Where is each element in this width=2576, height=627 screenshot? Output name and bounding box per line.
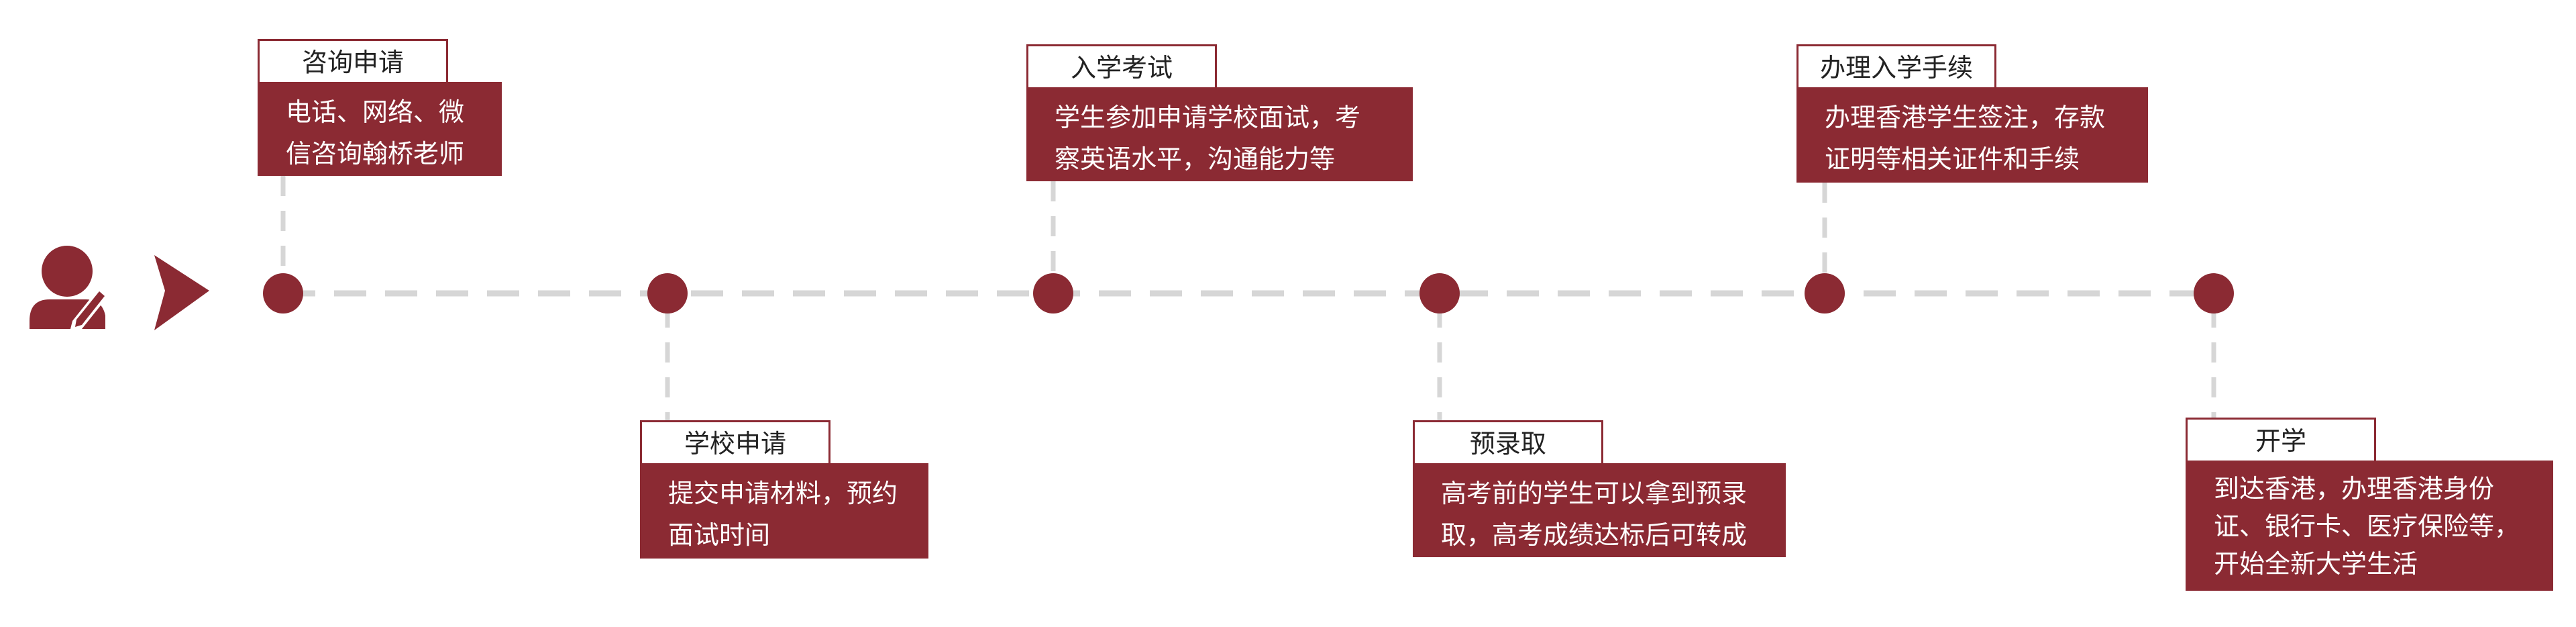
step-6-line-2: 证、银行卡、医疗保险等， <box>2214 512 2520 541</box>
chevron-right-icon <box>154 255 209 330</box>
step-5-line-2: 证明等相关证件和手续 <box>1825 144 2080 174</box>
step-2-description: 提交申请材料，预约 面试时间 <box>640 463 928 559</box>
step-5-description: 办理香港学生签注，存款 证明等相关证件和手续 <box>1796 87 2148 183</box>
step-6-line-3: 开始全新大学生活 <box>2214 549 2418 579</box>
step-4-line-1: 高考前的学生可以拿到预录 <box>1441 479 1748 508</box>
user-edit-icon <box>30 246 109 332</box>
step-5-title: 办理入学手续 <box>1796 44 1996 87</box>
step-6-line-1: 到达香港，办理香港身份 <box>2214 474 2495 503</box>
step-1-line-1: 电话、网络、微 <box>286 97 465 127</box>
step-4-title: 预录取 <box>1413 420 1603 463</box>
step-1-line-2: 信咨询翰桥老师 <box>286 139 465 168</box>
timeline-node-5 <box>1805 273 1845 314</box>
step-3-line-2: 察英语水平，沟通能力等 <box>1055 144 1336 174</box>
step-6-title: 开学 <box>2186 418 2376 461</box>
step-5-line-1: 办理香港学生签注，存款 <box>1825 103 2106 132</box>
step-3-line-1: 学生参加申请学校面试，考 <box>1055 103 1361 132</box>
step-6-description: 到达香港，办理香港身份 证、银行卡、医疗保险等， 开始全新大学生活 <box>2186 461 2553 591</box>
step-2-line-1: 提交申请材料，预约 <box>668 479 898 508</box>
step-2-line-2: 面试时间 <box>668 520 771 550</box>
timeline-node-4 <box>1419 273 1460 314</box>
step-2-title: 学校申请 <box>640 420 830 463</box>
timeline-node-1 <box>263 273 303 314</box>
step-3-title: 入学考试 <box>1026 44 1217 87</box>
step-4-description: 高考前的学生可以拿到预录 取，高考成绩达标后可转成 <box>1413 463 1786 557</box>
timeline-node-6 <box>2194 273 2234 314</box>
step-1-title: 咨询申请 <box>258 39 448 82</box>
step-4-line-2: 取，高考成绩达标后可转成 <box>1441 520 1748 550</box>
step-1-description: 电话、网络、微 信咨询翰桥老师 <box>258 82 502 176</box>
timeline-node-2 <box>647 273 688 314</box>
timeline-node-3 <box>1033 273 1073 314</box>
step-3-description: 学生参加申请学校面试，考 察英语水平，沟通能力等 <box>1026 87 1413 181</box>
